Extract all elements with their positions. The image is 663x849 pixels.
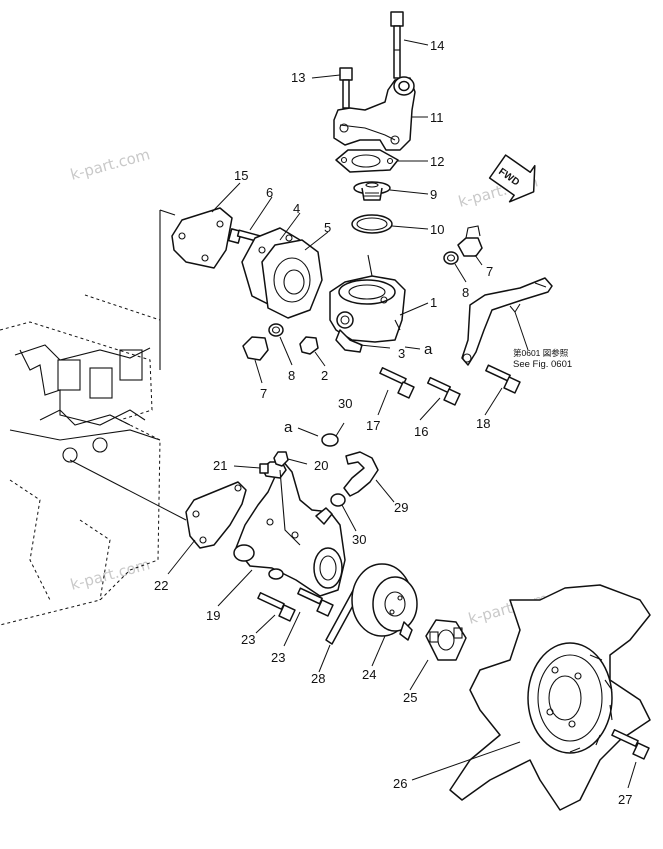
part-labels: 14 13 11 12 9 10 15 6 4 5 1 7 8 3 2 8 7 … [154,38,632,807]
label-1: 1 [430,295,437,310]
label-13: 13 [291,70,305,85]
label-5: 5 [324,220,331,235]
label-2: 2 [321,368,328,383]
label-14: 14 [430,38,444,53]
part-10-o-ring [351,214,393,234]
part-12-gasket [335,149,399,173]
part-13-bolt [339,67,353,109]
label-21: 21 [213,458,227,473]
part-19-washer [268,568,284,580]
label-17: 17 [366,418,380,433]
part-21-plug [259,463,269,474]
part-24-pulley [351,563,418,641]
marker-a-lower: a [284,419,293,436]
label-11: 11 [430,110,444,125]
part-17-bolt [379,367,415,399]
label-6: 6 [266,185,273,200]
label-4: 4 [293,201,300,216]
label-8-left: 8 [288,368,295,383]
water-pump [233,459,346,597]
label-19: 19 [206,608,220,623]
label-23-a: 23 [241,632,255,647]
label-20: 20 [314,458,328,473]
label-15: 15 [234,168,248,183]
label-24: 24 [362,667,376,682]
label-26: 26 [393,776,407,791]
part-7-plug [457,225,483,257]
ref-note-en: See Fig. 0601 [513,359,572,370]
label-16: 16 [414,424,428,439]
part-23-bolt-b [297,587,334,617]
part-30-clamp-lower [330,493,346,507]
part-1-thermostat-housing [329,254,406,353]
part-2-plug [299,336,319,355]
part-5-cover [261,239,323,319]
engine-block [0,210,161,626]
part-20-plug [273,451,289,467]
watermark: k-part.com [68,145,152,184]
part-8-washer [443,251,459,265]
part-9-thermostat [353,181,391,201]
label-3: 3 [398,346,405,361]
part-26-fan [449,584,651,811]
label-22: 22 [154,578,168,593]
part-23-bolt-a [257,592,296,622]
label-7-right: 7 [486,264,493,279]
label-30-upper: 30 [338,396,352,411]
label-28: 28 [311,671,325,686]
fwd-arrow: FWD [488,154,536,203]
part-27-bolt [611,729,650,760]
label-8-right: 8 [462,285,469,300]
part-8-washer-left [268,323,284,337]
part-18-bolt [485,364,521,394]
label-23-b: 23 [271,650,285,665]
label-12: 12 [430,154,444,169]
label-29: 29 [394,500,408,515]
part-18-bracket [461,277,553,366]
label-27: 27 [618,792,632,807]
part-16-bolt [427,376,461,406]
part-22-gasket [185,481,247,549]
part-15-gasket [171,207,233,269]
part-30-clamp-upper [321,433,339,447]
label-7-left: 7 [260,386,267,401]
part-29-hose [343,451,379,497]
part-7-plug-left [242,336,269,361]
part-25-spacer [425,619,467,661]
label-25: 25 [403,690,417,705]
label-10: 10 [430,222,444,237]
part-11-outlet-elbow [333,76,416,151]
watermark: k-part.com [68,555,152,594]
leader-lines [69,39,637,789]
label-9: 9 [430,187,437,202]
part-14-bolt [390,11,404,79]
label-18: 18 [476,416,490,431]
marker-a-upper: a [424,341,433,358]
ref-note-jp: 第0601 図参照 [513,348,569,358]
label-30-lower: 30 [352,532,366,547]
